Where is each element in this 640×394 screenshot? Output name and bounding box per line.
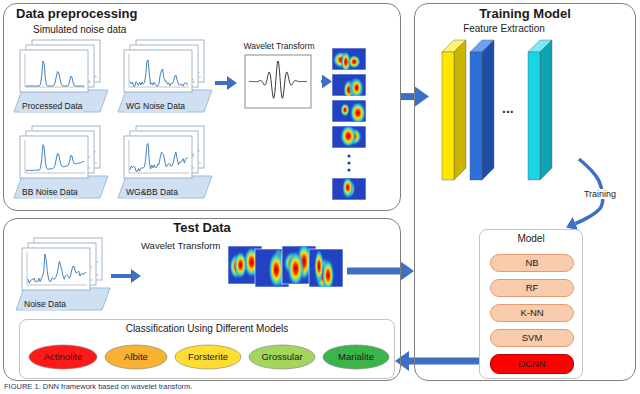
transform-box: Wavelet Transform xyxy=(237,41,321,111)
node-label: Albite xyxy=(124,352,148,363)
node-label: RF xyxy=(526,283,539,294)
panel-box: Data preprocessingSimulated noise dataPr… xyxy=(3,3,401,211)
feature-layer xyxy=(528,40,552,180)
class-oval: Actinolite xyxy=(28,344,98,370)
class-oval: Albite xyxy=(104,344,168,370)
wavelet-curve xyxy=(249,61,307,98)
classifier-box: DCNN xyxy=(490,354,574,374)
node-label: Training Model xyxy=(479,7,571,22)
model-box: ModelNB RF K-NN SVM DCNN xyxy=(479,229,583,379)
node-label: Processed Data xyxy=(20,102,84,112)
data-stack: WG&BB Data xyxy=(119,125,213,201)
classifier-box: RF xyxy=(490,279,574,297)
data-stack-art xyxy=(118,40,212,112)
node-label: Classification Using Different Models xyxy=(126,323,289,335)
node-label: Feature Extraction xyxy=(463,23,545,35)
flow-arrow xyxy=(409,358,479,365)
class-oval: Marialite xyxy=(322,344,390,370)
class-oval: Grossular xyxy=(248,344,316,370)
node-label: WG&BB Data xyxy=(124,188,180,198)
node-label: Noise Data xyxy=(22,300,68,310)
ellipsis-dot xyxy=(347,154,350,157)
node-label: NB xyxy=(525,258,538,269)
node-label: Forsterite xyxy=(188,352,228,363)
data-stack: Noise Data xyxy=(17,237,111,313)
scalogram-tile xyxy=(332,124,366,148)
ellipsis-dot xyxy=(347,161,350,164)
scalogram-tile xyxy=(332,74,366,100)
flow-arrow xyxy=(215,81,227,85)
node-label: Test Data xyxy=(173,221,231,236)
classifier-box: NB xyxy=(490,254,574,272)
node-label: Wavelet Transform xyxy=(141,241,220,252)
flow-arrow xyxy=(347,268,400,275)
feature-layer xyxy=(470,40,494,180)
scalogram-tile xyxy=(309,249,343,293)
node-label: Data preprocessing xyxy=(16,7,137,22)
node-label: Marialite xyxy=(338,352,374,363)
flow-arrow xyxy=(401,93,415,100)
node-label: Actinolite xyxy=(44,352,83,363)
transform-box: Wavelet Transform xyxy=(141,241,347,291)
data-stack-art xyxy=(14,126,108,198)
classification-box: Classification Using Different ModelsAct… xyxy=(19,319,395,379)
data-stack: Processed Data xyxy=(15,39,109,115)
node-label: WG Noise Data xyxy=(124,102,187,112)
node-label: Simulated noise data xyxy=(33,24,126,36)
flow-arrow xyxy=(321,80,322,83)
scalogram-tile xyxy=(332,100,366,125)
node-label: DCNN xyxy=(518,359,545,370)
data-stack-art xyxy=(118,126,212,198)
scalogram-tile xyxy=(332,48,366,73)
classifier-box: K-NN xyxy=(490,304,574,322)
node-label: Grossular xyxy=(261,352,302,363)
classifier-box: SVM xyxy=(490,329,574,347)
wavelet-icon xyxy=(245,55,311,108)
flow-arrow xyxy=(111,274,131,278)
ellipsis-dot xyxy=(347,168,350,171)
data-stack: WG Noise Data xyxy=(119,39,213,115)
figure-caption: FIGURE 1. DNN framework based on wavelet… xyxy=(4,382,192,391)
class-oval: Forsterite xyxy=(174,344,242,370)
node-label: Wavelet Transform xyxy=(243,42,314,52)
feature-layer xyxy=(442,40,466,180)
data-stack-art xyxy=(14,40,108,112)
node-label: Model xyxy=(517,233,544,245)
group-region: Simulated noise dataProcessed Data WG Noi… xyxy=(11,22,215,208)
node-label: K-NN xyxy=(520,308,543,319)
ellipsis-label: ... xyxy=(502,100,514,116)
data-stack-art xyxy=(16,238,110,310)
edge-label: Training xyxy=(582,189,618,199)
scalogram-tile xyxy=(332,176,366,200)
panel-box: Test DataNoise Data Wavelet TransformClas… xyxy=(3,218,401,381)
data-stack: BB Noise Data xyxy=(15,125,109,201)
node-label: SVM xyxy=(522,333,543,344)
node-label: BB Noise Data xyxy=(20,188,80,198)
